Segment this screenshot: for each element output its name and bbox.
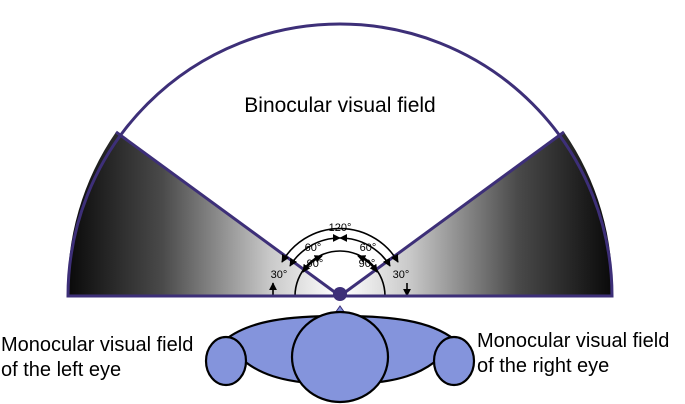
right-eye-label-line1: Monocular visual field (477, 330, 669, 352)
left-eye-label-line2: of the left eye (1, 359, 121, 381)
left-eye-icon (204, 335, 248, 387)
left-eye-label-line1: Monocular visual field (1, 334, 193, 356)
arc-90-right-arrow (357, 255, 378, 273)
angle-label-30-right: 30° (393, 269, 410, 281)
angle-label-60-left: 60° (305, 242, 322, 254)
right-eye-icon (432, 335, 476, 387)
head-icon (204, 310, 476, 404)
angle-label-30-left: 30° (271, 269, 288, 281)
left-monocular-field-region (67, 132, 341, 296)
angle-label-60-right: 60° (360, 242, 377, 254)
visual-field-outline (66, 22, 614, 298)
angle-label-90-right: 90° (359, 258, 376, 270)
fixation-point (333, 287, 347, 301)
angle-label-120: 120° (329, 222, 352, 234)
arc-90-left-arrow (302, 255, 323, 273)
angle-label-90-left: 90° (307, 258, 324, 270)
right-monocular-field-region (340, 132, 613, 296)
head-circle (290, 310, 390, 404)
right-eye-label-line2: of the right eye (477, 355, 609, 377)
arc-60-left (289, 233, 341, 267)
binocular-field-label: Binocular visual field (244, 94, 435, 117)
arc-60-right (339, 233, 391, 267)
